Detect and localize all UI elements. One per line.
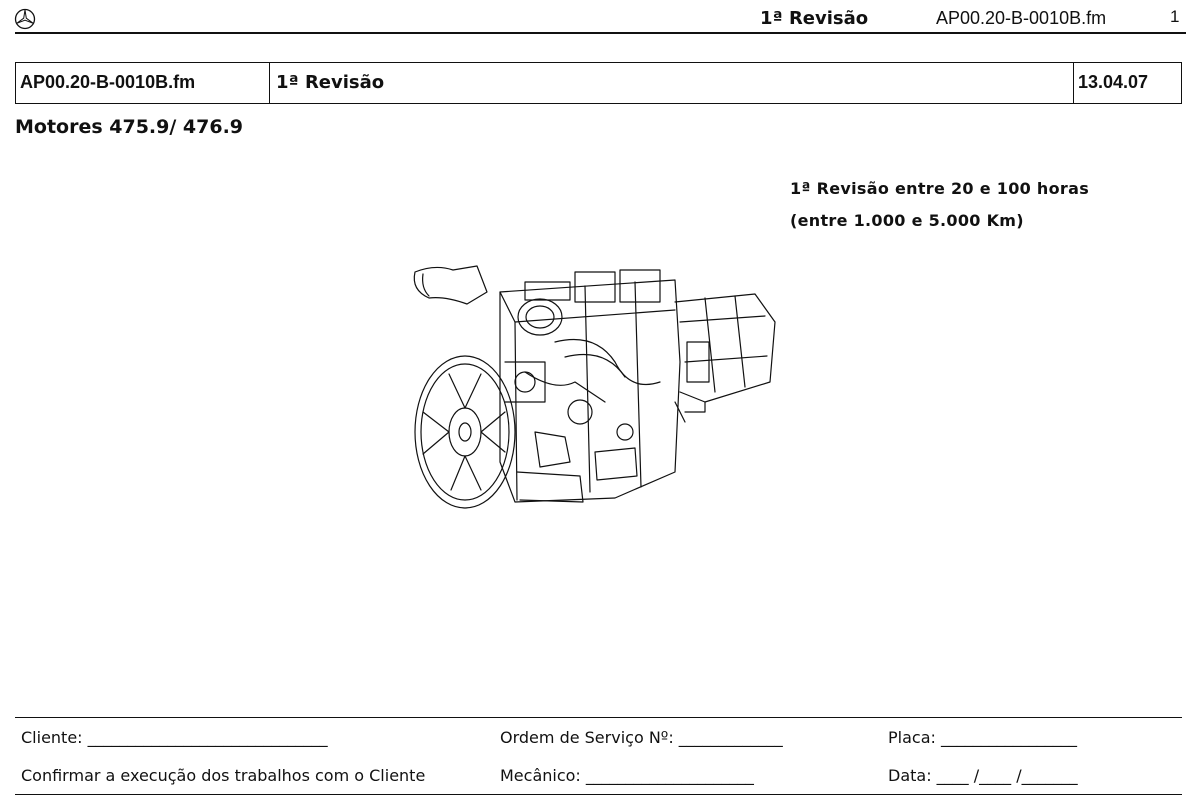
title-box <box>15 62 1182 104</box>
title-box-divider <box>1073 62 1074 104</box>
title-box-date: 13.04.07 <box>1078 72 1149 92</box>
footer-cliente-field: Cliente: ______________________________ <box>21 728 328 747</box>
page-number: 1 <box>1170 7 1180 26</box>
footer-confirm-note: Confirmar a execução dos trabalhos com o… <box>21 766 426 785</box>
engine-illustration-icon <box>405 262 785 512</box>
revision-interval-hours: 1ª Revisão entre 20 e 100 horas <box>790 179 1090 198</box>
header-file-name: AP00.20-B-0010B.fm <box>936 8 1107 28</box>
star-logo-icon <box>14 8 36 30</box>
footer-service-order-field: Ordem de Serviço Nº: _____________ <box>500 728 783 747</box>
title-box-title: 1ª Revisão <box>276 72 385 93</box>
footer-placa-field: Placa: _________________ <box>888 728 1077 747</box>
title-box-divider <box>269 62 270 104</box>
footer-mecanico-field: Mecânico: _____________________ <box>500 766 754 785</box>
header-rule <box>15 32 1186 34</box>
title-box-file-name: AP00.20-B-0010B.fm <box>20 72 196 92</box>
footer-rule-top <box>15 717 1182 718</box>
footer-date-field: Data: ____ /____ /_______ <box>888 766 1078 785</box>
document-subtitle: Motores 475.9/ 476.9 <box>15 116 244 138</box>
header-title: 1ª Revisão <box>760 8 869 29</box>
footer-rule-bottom <box>15 794 1182 795</box>
revision-interval-km: (entre 1.000 e 5.000 Km) <box>790 211 1024 230</box>
